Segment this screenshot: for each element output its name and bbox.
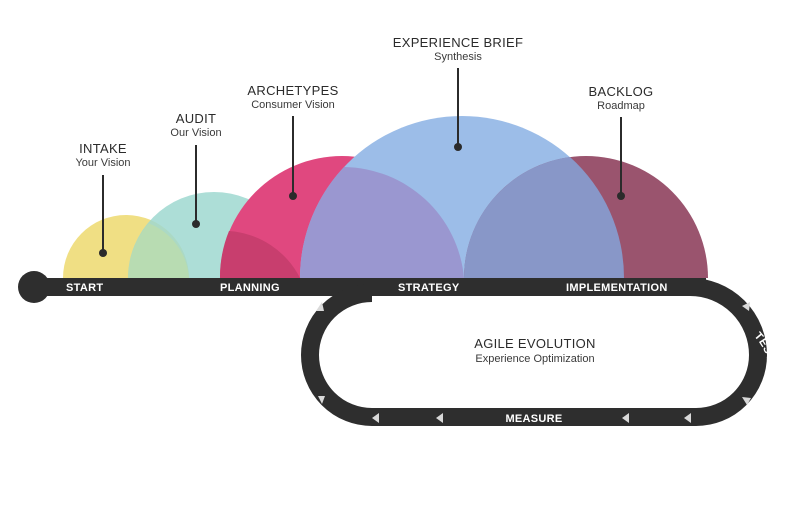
audit-archetypes-overlap <box>219 231 300 278</box>
start-node <box>18 271 50 303</box>
arrow-down-icon <box>742 397 751 405</box>
archetypes-title: ARCHETYPES <box>247 83 338 98</box>
archetypes-brief-overlap <box>300 167 464 278</box>
intake-title: INTAKE <box>79 141 127 156</box>
phase-labels: INTAKE Your Vision AUDIT Our Vision ARCH… <box>75 35 653 169</box>
backlog-subtitle: Roadmap <box>597 100 645 112</box>
arrow-left-icon <box>372 413 379 423</box>
intake-dot <box>99 249 107 257</box>
phase-domes <box>63 116 708 278</box>
audit-subtitle: Our Vision <box>170 127 221 139</box>
archetypes-subtitle: Consumer Vision <box>251 99 335 111</box>
pointer-dots <box>99 143 625 257</box>
intake-audit-overlap <box>128 223 189 278</box>
arrow-up-icon <box>318 396 325 404</box>
experience-brief-subtitle: Synthesis <box>434 51 482 63</box>
arrow-left-icon <box>622 413 629 423</box>
arrow-left-icon <box>684 413 691 423</box>
audit-dot <box>192 220 200 228</box>
track-label-start: START <box>66 282 103 294</box>
track-label-planning: PLANNING <box>220 282 280 294</box>
pointers <box>102 68 622 253</box>
backlog-title: BACKLOG <box>589 84 654 99</box>
track-labels: START PLANNING STRATEGY IMPLEMENTATION M… <box>66 282 776 425</box>
audit-title: AUDIT <box>176 111 217 126</box>
agile-loop-track <box>300 278 768 426</box>
arrow-down-icon <box>742 302 750 311</box>
agile-evolution-label: AGILE EVOLUTION Experience Optimization <box>474 336 596 365</box>
arrow-left-icon <box>436 413 443 423</box>
experience-brief-title: EXPERIENCE BRIEF <box>393 35 524 50</box>
track-label-implementation: IMPLEMENTATION <box>566 282 668 294</box>
experience-brief-dot <box>454 143 462 151</box>
arrow-up-icon <box>316 302 324 311</box>
agile-evolution-subtitle: Experience Optimization <box>475 353 594 365</box>
track-label-measure: MEASURE <box>505 413 562 425</box>
track-label-strategy: STRATEGY <box>398 282 460 294</box>
intake-subtitle: Your Vision <box>75 157 130 169</box>
archetypes-dot <box>289 192 297 200</box>
brief-backlog-overlap <box>464 157 625 278</box>
agile-evolution-title: AGILE EVOLUTION <box>474 336 596 351</box>
loop-arrows <box>316 302 751 423</box>
track <box>18 271 768 426</box>
backlog-dot <box>617 192 625 200</box>
